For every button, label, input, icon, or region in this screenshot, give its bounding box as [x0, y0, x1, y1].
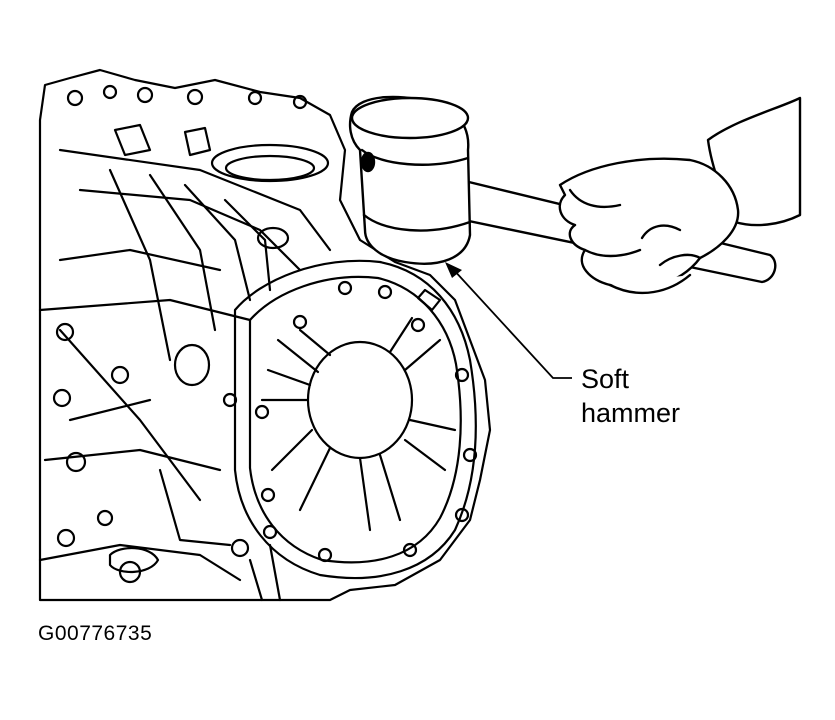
callout-label-line1: Soft: [581, 364, 630, 394]
engine-block-drawing: [38, 68, 492, 602]
callout-arrowhead: [445, 262, 462, 278]
callout-leader: [451, 267, 572, 379]
callout-label-line2: hammer: [581, 398, 681, 428]
soft-hammer-drawing: [348, 95, 802, 295]
figure-id: G00776735: [38, 622, 153, 645]
callout-label: Soft hammer: [581, 362, 680, 430]
